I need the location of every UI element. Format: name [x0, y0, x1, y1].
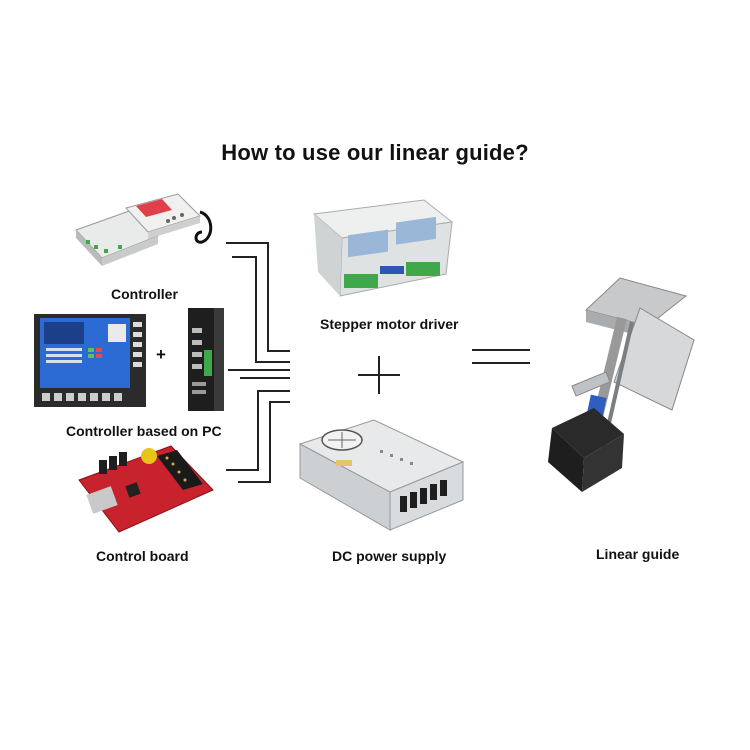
wire-controller-1 [226, 242, 290, 352]
plus-sign-small: + [156, 345, 166, 364]
stepper-driver-image [312, 199, 454, 297]
controller-label: Controller [111, 286, 178, 302]
wire-controller-2 [232, 256, 290, 363]
dc-power-label: DC power supply [332, 548, 447, 564]
industrial-pc-image [188, 308, 224, 411]
plus-sign-big [358, 356, 400, 394]
dc-power-supply-image [298, 419, 465, 531]
equals-sign [472, 349, 530, 364]
linear-guide-label: Linear guide [596, 546, 680, 562]
controller-image [75, 193, 213, 266]
linear-guide-image [548, 277, 695, 492]
wire-board-1 [226, 390, 290, 471]
page-title: How to use our linear guide? [221, 140, 529, 165]
stepper-driver-label: Stepper motor driver [320, 316, 459, 332]
wire-board-2 [238, 401, 290, 483]
controller-pc-label: Controller based on PC [66, 423, 222, 439]
pc-screen-image [34, 314, 146, 407]
control-board-image [78, 445, 214, 533]
control-board-label: Control board [96, 548, 189, 564]
